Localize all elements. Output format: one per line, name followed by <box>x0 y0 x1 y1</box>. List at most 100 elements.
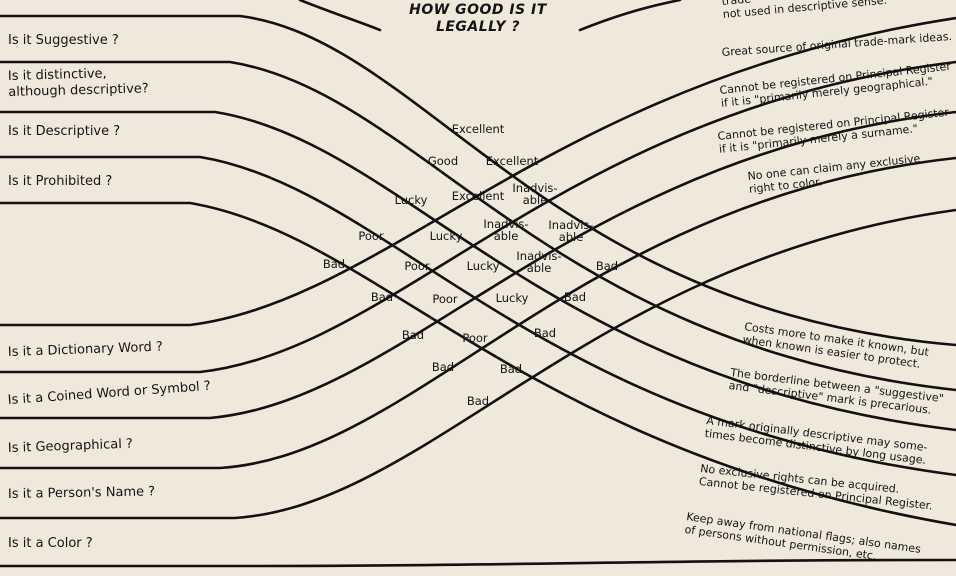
cell-label: Inadvis-able <box>516 249 561 275</box>
cell-label: Good <box>428 154 458 168</box>
cell-label: Inadvis-able <box>548 218 593 244</box>
cell-label: Inadvis-able <box>512 181 557 207</box>
left-question-line: Is it distinctive, <box>8 66 107 84</box>
curve-stub-right <box>578 0 682 32</box>
left-quality: Is it a Person's Name ? <box>8 484 155 502</box>
cell-label-line: Poor <box>462 331 488 345</box>
cell-label-line: Inadvis- <box>512 181 557 195</box>
cell-label-line: able <box>494 229 519 243</box>
left-question: Is it Prohibited ? <box>8 174 112 189</box>
cell-label: Lucky <box>467 259 500 273</box>
curve-d4 <box>0 201 956 527</box>
cell-label-line: Bad <box>596 259 618 273</box>
cell-label-line: Bad <box>371 290 393 304</box>
left-quality: Is it a Coined Word or Symbol ? <box>7 379 211 408</box>
top-right-fragment: trade-not used in descriptive sense. <box>721 0 887 21</box>
cell-label-line: Excellent <box>486 154 539 168</box>
chart-title-line: LEGALLY ? <box>436 19 520 35</box>
chart-title-line: HOW GOOD IS IT <box>409 2 548 18</box>
left-question: Is it Descriptive ? <box>8 124 120 139</box>
left-question: Is it Suggestive ? <box>8 33 119 48</box>
cell-label-line: Bad <box>323 257 345 271</box>
curve-a3 <box>0 156 956 470</box>
cell-label-line: Inadvis- <box>548 218 593 232</box>
cell-label-line: able <box>523 193 548 207</box>
cell-label: Bad <box>564 290 586 304</box>
cell-label-line: Excellent <box>452 189 505 203</box>
cell-label: Bad <box>402 328 424 342</box>
left-question-line: Is it Suggestive ? <box>8 33 119 48</box>
cell-label-line: Bad <box>467 394 489 408</box>
cell-label-line: Poor <box>358 229 384 243</box>
cell-label-line: Poor <box>432 292 458 306</box>
right-note-line: No one can claim any exclusive <box>747 152 921 183</box>
left-quality-line: Is it Geographical ? <box>8 437 133 456</box>
curve-a2 <box>0 110 956 420</box>
cell-label-line: Bad <box>564 290 586 304</box>
left-question: Is it distinctive,although descriptive? <box>8 65 149 100</box>
cell-label-line: Good <box>428 154 458 168</box>
left-quality: Is it a Dictionary Word ? <box>8 340 163 360</box>
curve-stub-left <box>298 0 382 32</box>
right-note: Great source of original trade-mark idea… <box>721 30 952 59</box>
curve-base <box>0 558 956 568</box>
cell-label: Bad <box>432 360 454 374</box>
cell-label-line: Inadvis- <box>516 249 561 263</box>
left-quality-line: Is it a Coined Word or Symbol ? <box>7 379 211 408</box>
cell-label-line: Bad <box>432 360 454 374</box>
cell-label-line: Inadvis- <box>483 217 528 231</box>
right-note: No exclusive rights can be acquired.Cann… <box>698 462 934 512</box>
cell-label-line: Lucky <box>496 291 529 305</box>
left-quality: Is it Geographical ? <box>8 437 133 456</box>
cell-label: Excellent <box>486 154 539 168</box>
cell-label: Lucky <box>496 291 529 305</box>
cell-label-line: Bad <box>402 328 424 342</box>
cell-label: Excellent <box>452 122 505 136</box>
cell-label: Poor <box>432 292 458 306</box>
cell-label-line: able <box>527 261 552 275</box>
cell-label: Excellent <box>452 189 505 203</box>
curve-a0 <box>0 16 956 327</box>
right-note: No one can claim any exclusiveright to c… <box>747 152 923 196</box>
right-note: The borderline between a "suggestive"and… <box>727 366 944 418</box>
cell-label: Inadvis-able <box>483 217 528 243</box>
cell-label: Bad <box>371 290 393 304</box>
cell-label-line: able <box>559 230 584 244</box>
left-quality-line: Is it a Color ? <box>8 536 93 551</box>
cell-label-line: Lucky <box>430 229 463 243</box>
cell-label: Bad <box>534 326 556 340</box>
cell-label: Poor <box>358 229 384 243</box>
cell-label-line: Bad <box>534 326 556 340</box>
cell-label-line: Bad <box>500 362 522 376</box>
left-quality-line: Is it a Dictionary Word ? <box>8 340 163 360</box>
curve-a4 <box>0 208 956 520</box>
cell-label: Lucky <box>430 229 463 243</box>
cell-label: Poor <box>404 259 430 273</box>
curve-d0 <box>0 14 956 347</box>
cell-label: Bad <box>467 394 489 408</box>
left-quality: Is it a Color ? <box>8 536 93 551</box>
cell-label-line: Excellent <box>452 122 505 136</box>
right-note-line: Great source of original trade-mark idea… <box>721 30 952 59</box>
cell-label: Poor <box>462 331 488 345</box>
left-quality-line: Is it a Person's Name ? <box>8 484 155 502</box>
left-question-line: although descriptive? <box>8 81 149 100</box>
right-note: Cannot be registered on Principal Regist… <box>717 106 951 156</box>
curve-d2 <box>0 110 956 432</box>
cell-label: Bad <box>323 257 345 271</box>
cell-label: Bad <box>596 259 618 273</box>
curve-a1 <box>0 60 956 374</box>
left-question-line: Is it Prohibited ? <box>8 174 112 189</box>
cell-label-line: Lucky <box>395 193 428 207</box>
top-right-fragment-line: trade- <box>721 0 755 8</box>
curve-d1 <box>0 60 956 392</box>
cell-label-line: Lucky <box>467 259 500 273</box>
curve-d3 <box>0 155 956 477</box>
cell-label: Lucky <box>395 193 428 207</box>
cell-label: Bad <box>500 362 522 376</box>
